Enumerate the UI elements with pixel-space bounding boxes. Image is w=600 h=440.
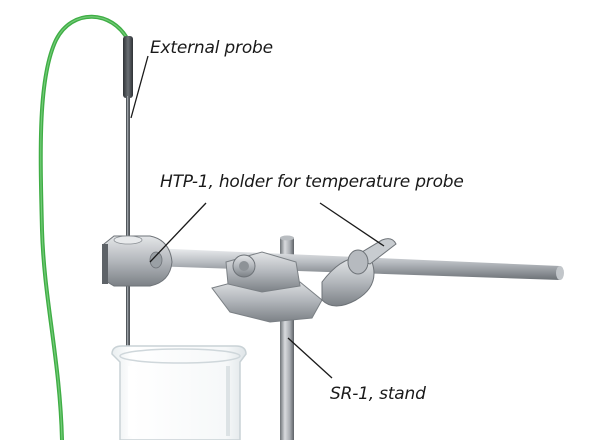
htp-1-holder [102, 235, 173, 287]
leader-holder-clamp [319, 202, 385, 247]
label-external-probe: External probe [150, 38, 273, 58]
label-stand: SR-1, stand [330, 384, 426, 404]
probe-cable [38, 14, 130, 440]
leader-external-probe [130, 55, 149, 119]
label-holder: HTP-1, holder for temperature probe [160, 172, 464, 192]
leader-stand [287, 337, 333, 379]
leader-holder [149, 202, 207, 263]
boss-head-clamp [211, 238, 397, 323]
beaker [111, 345, 247, 440]
